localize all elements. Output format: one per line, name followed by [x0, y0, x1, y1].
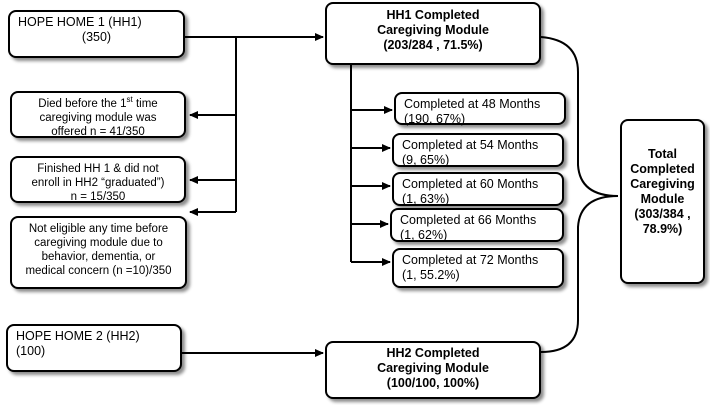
completed-60-value: (1, 63%) — [402, 192, 450, 206]
completed-48-label: Completed at 48 Months — [404, 97, 541, 111]
finished-line-1: Finished HH 1 & did not — [37, 163, 159, 175]
hope-home-1-box: HOPE HOME 1 (HH1) (350) — [8, 10, 185, 58]
hh1-completed-subtitle: Caregiving Module — [377, 23, 489, 37]
completed-60-months-box: Completed at 60 Months (1, 63%) — [392, 172, 564, 206]
completed-54-label: Completed at 54 Months — [402, 138, 539, 152]
hh1-title: HOPE HOME 1 (HH1) — [18, 15, 142, 29]
total-bracket — [540, 36, 619, 353]
hh1-completed-value: (203/284 , 71.5%) — [383, 38, 483, 52]
total-line-6: 78.9%) — [642, 222, 683, 236]
hh2-completed-value: (100/100, 100%) — [386, 376, 480, 390]
died-line-1: Died before the 1st time — [38, 95, 158, 110]
died-before-module-box: Died before the 1st time caregiving modu… — [10, 91, 186, 138]
hh1-completed-title: HH1 Completed — [386, 8, 480, 22]
hh2-completed-subtitle: Caregiving Module — [377, 361, 489, 375]
died-line-3: offered n = 41/350 — [51, 126, 145, 138]
hope-home-2-box: HOPE HOME 2 (HH2) (100) — [6, 324, 182, 372]
hh1-completed-box: HH1 Completed Caregiving Module (203/284… — [325, 2, 541, 65]
completed-48-value: (190, 67%) — [404, 112, 466, 126]
completed-66-months-box: Completed at 66 Months (1, 62%) — [390, 208, 564, 242]
completed-72-label: Completed at 72 Months — [402, 253, 539, 267]
completed-54-value: (9, 65%) — [402, 153, 450, 167]
completed-72-value: (1, 55.2%) — [402, 268, 460, 282]
hh2-title: HOPE HOME 2 (HH2) — [16, 329, 140, 343]
completed-48-months-box: Completed at 48 Months (190, 67%) — [394, 92, 566, 126]
hh2-count: (100) — [16, 344, 46, 358]
finished-line-3: n = 15/350 — [70, 191, 126, 203]
not-eligible-line-4: medical concern (n =10)/350 — [25, 265, 172, 277]
completed-54-months-box: Completed at 54 Months (9, 65%) — [392, 133, 564, 167]
hh2-completed-box: HH2 Completed Caregiving Module (100/100… — [325, 341, 541, 399]
total-line-5: (303/384 , — [634, 207, 691, 221]
total-line-3: Caregiving — [630, 177, 695, 191]
died-line-2: caregiving module was — [39, 112, 157, 124]
not-eligible-line-1: Not eligible any time before — [28, 223, 169, 235]
completed-72-months-box: Completed at 72 Months (1, 55.2%) — [392, 248, 564, 288]
completed-66-label: Completed at 66 Months — [400, 213, 537, 227]
not-eligible-line-3: behavior, dementia, or — [41, 251, 156, 263]
not-eligible-line-2: caregiving module due to — [34, 237, 163, 249]
total-line-1: Total — [648, 147, 677, 161]
completed-66-value: (1, 62%) — [400, 228, 448, 242]
hh2-completed-title: HH2 Completed — [386, 346, 480, 360]
finished-line-2: enroll in HH2 “graduated”) — [31, 177, 165, 189]
total-line-2: Completed — [630, 162, 695, 176]
total-line-4: Module — [640, 192, 685, 206]
completed-60-label: Completed at 60 Months — [402, 177, 539, 191]
total-completed-box: Total Completed Caregiving Module (303/3… — [620, 119, 705, 284]
not-eligible-box: Not eligible any time before caregiving … — [10, 216, 187, 289]
finished-hh1-box: Finished HH 1 & did not enroll in HH2 “g… — [10, 156, 186, 203]
hh1-count: (350) — [81, 30, 112, 44]
